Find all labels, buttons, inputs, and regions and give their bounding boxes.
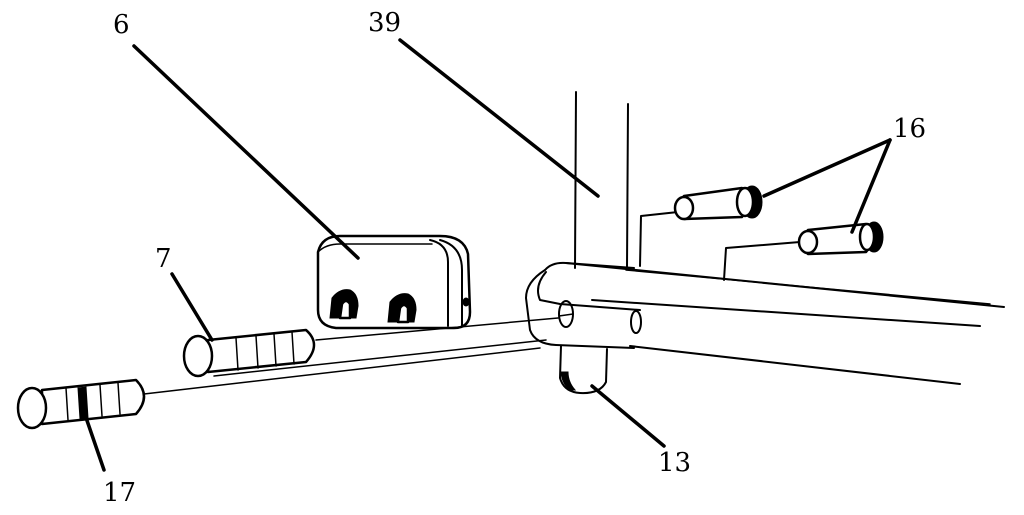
leader-16-a [762,138,892,198]
label-part-16: 16 [893,114,927,144]
leader-13 [590,384,666,448]
lower-stub [559,345,608,395]
rail-bracket [525,262,642,349]
leader-lines [80,38,892,472]
frame-rail [544,261,1005,385]
bolt-7 [182,328,316,378]
leader-7 [170,272,214,342]
bolt-17 [16,378,146,430]
leader-39 [398,38,600,198]
clip-block [316,234,472,330]
label-part-17: 17 [103,478,137,508]
pegs-16 [639,185,884,281]
label-part-6: 6 [113,10,130,40]
rods [143,317,559,395]
label-part-39: 39 [368,8,402,38]
label-part-13: 13 [658,448,692,478]
leader-16-b [850,138,892,234]
label-part-7: 7 [155,244,172,274]
vertical-post [574,91,629,269]
leader-17 [80,404,106,472]
leader-6 [132,44,360,260]
